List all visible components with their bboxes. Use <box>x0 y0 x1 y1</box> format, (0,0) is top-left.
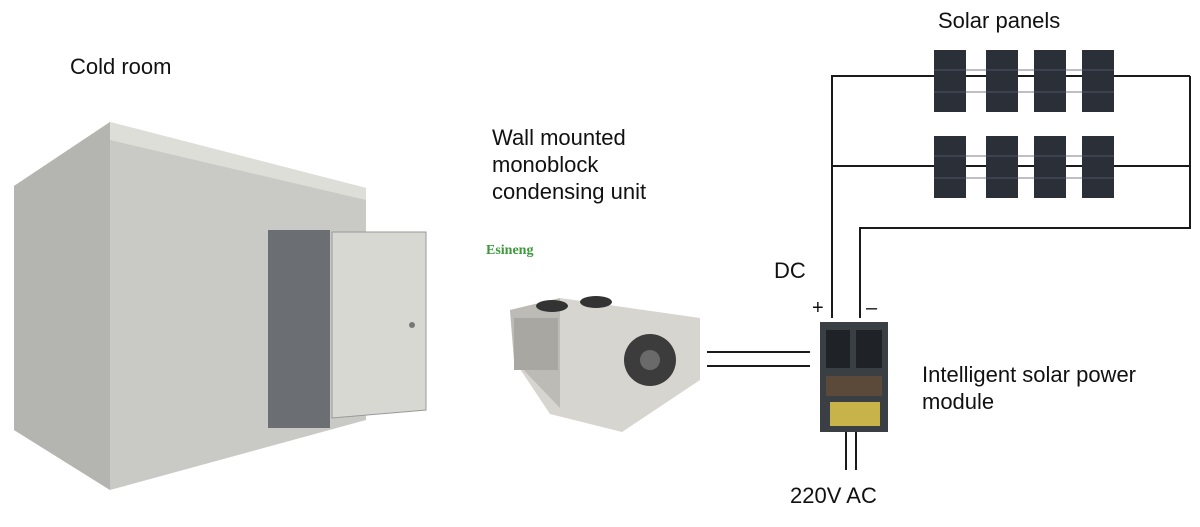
condensing-unit-image <box>510 296 700 432</box>
cold-room-label: Cold room <box>70 54 172 79</box>
solar-panel-row-1 <box>934 50 1114 112</box>
ac-output-label: 220V AC <box>790 483 877 508</box>
solar-panel <box>1082 50 1114 112</box>
power-module-label: Intelligent solar power module <box>922 362 1137 414</box>
solar-panel <box>934 136 966 198</box>
solar-panel <box>1034 136 1066 198</box>
dc-positive-wire <box>831 75 1190 318</box>
brand-logo: Esineng <box>486 243 534 258</box>
solar-panel <box>1034 50 1066 112</box>
condensing-unit-label: Wall mounted monoblock condensing unit <box>492 125 647 204</box>
cold-room-door <box>331 231 427 419</box>
solar-panel <box>986 136 1018 198</box>
cold-room-image <box>14 122 427 490</box>
solar-panel-row-2 <box>934 136 1114 198</box>
minus-terminal-label: – <box>866 297 878 319</box>
solar-panel <box>934 50 966 112</box>
solar-panel <box>1082 136 1114 198</box>
solar-panel <box>986 50 1018 112</box>
cold-room-doorway <box>268 230 330 428</box>
solar-panels-label: Solar panels <box>938 8 1061 33</box>
dc-negative-wire <box>859 166 1191 318</box>
power-module-image <box>820 322 888 432</box>
plus-terminal-label: + <box>812 297 824 319</box>
dc-label: DC <box>774 258 806 283</box>
